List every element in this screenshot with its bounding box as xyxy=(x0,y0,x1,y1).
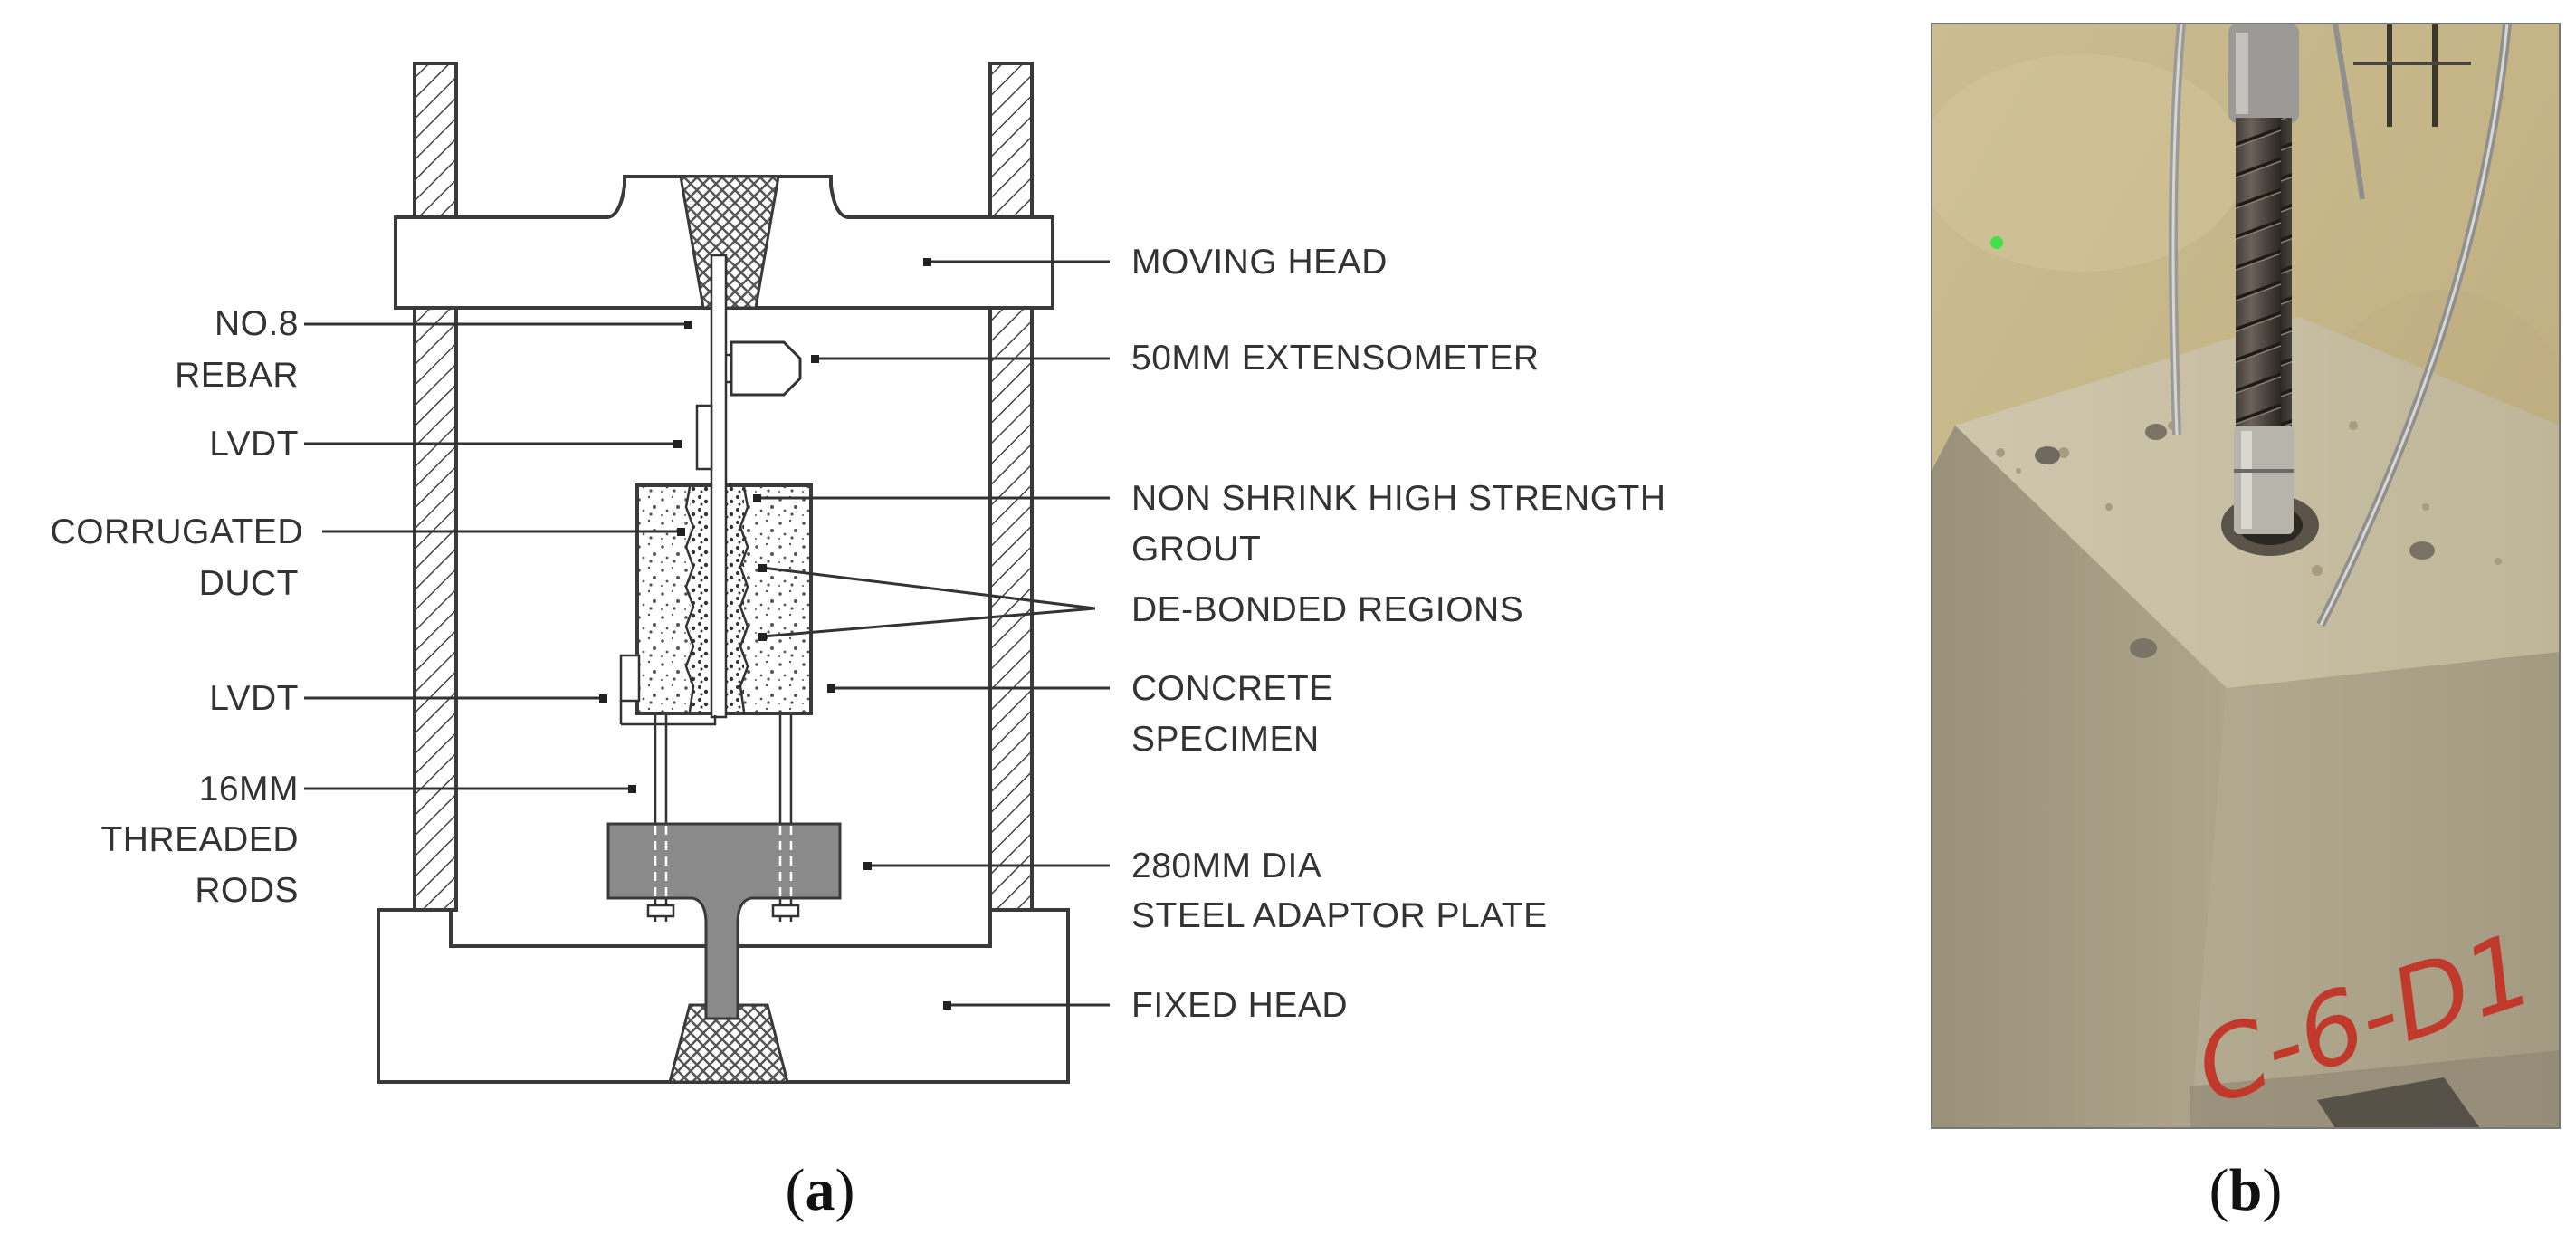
lvdt-top xyxy=(695,404,713,471)
extensometer xyxy=(730,340,802,397)
green-marker-dot xyxy=(1990,236,2003,249)
photo-panel: C-6-D1 xyxy=(1931,23,2561,1129)
svg-text:(b): (b) xyxy=(2209,1157,2283,1223)
lvdt-bottom xyxy=(619,654,641,703)
specimen-left-face xyxy=(1932,426,2227,1128)
label-rods-3: RODS xyxy=(195,871,299,910)
label-extensometer: 50MM EXTENSOMETER xyxy=(1131,339,1540,378)
label-rods-2: THREADED xyxy=(100,820,299,859)
label-concrete-1: CONCRETE xyxy=(1131,669,1333,708)
label-duct-1: CORRUGATED xyxy=(51,512,303,551)
label-fixed-head: FIXED HEAD xyxy=(1131,986,1348,1025)
label-rebar-2: REBAR xyxy=(175,356,299,395)
specimen-front-face xyxy=(2190,652,2560,1128)
right-column xyxy=(988,62,1034,912)
svg-text:(a): (a) xyxy=(786,1157,855,1223)
bolt-head xyxy=(2145,424,2167,440)
label-lvdt-bottom: LVDT xyxy=(209,679,299,718)
label-grout-1: NON SHRINK HIGH STRENGTH xyxy=(1131,479,1666,518)
leader-debonded-2 xyxy=(761,607,1096,638)
label-plate-2: STEEL ADAPTOR PLATE xyxy=(1131,896,1548,935)
caption-a-letter: a xyxy=(806,1157,835,1223)
left-column xyxy=(413,62,458,912)
label-lvdt-top: LVDT xyxy=(209,425,299,464)
bolt-head xyxy=(2035,446,2060,464)
label-moving-head: MOVING HEAD xyxy=(1131,243,1388,282)
bolt-head xyxy=(2130,638,2157,658)
leader-debonded-1 xyxy=(761,566,1096,610)
nut xyxy=(771,904,800,918)
label-debonded: DE-BONDED REGIONS xyxy=(1131,590,1523,629)
label-plate-1: 280MM DIA xyxy=(1131,847,1321,885)
label-concrete-2: SPECIMEN xyxy=(1131,720,1320,759)
caption-b: (b) xyxy=(2209,1157,2283,1223)
bolt-head xyxy=(2409,541,2435,560)
schematic-panel: NO.8 REBAR LVDT CORRUGATED DUCT LVDT 16M… xyxy=(51,62,1666,1084)
label-grout-2: GROUT xyxy=(1131,530,1261,569)
label-duct-2: DUCT xyxy=(199,564,299,603)
bottom-grip xyxy=(668,1003,789,1084)
caption-a: (a) xyxy=(786,1157,855,1223)
top-grip xyxy=(679,175,780,310)
label-rebar-1: NO.8 xyxy=(215,304,299,343)
nut xyxy=(646,904,675,918)
rebar xyxy=(710,254,728,719)
caption-b-letter: b xyxy=(2229,1157,2263,1223)
label-rods-1: 16MM xyxy=(199,770,299,809)
